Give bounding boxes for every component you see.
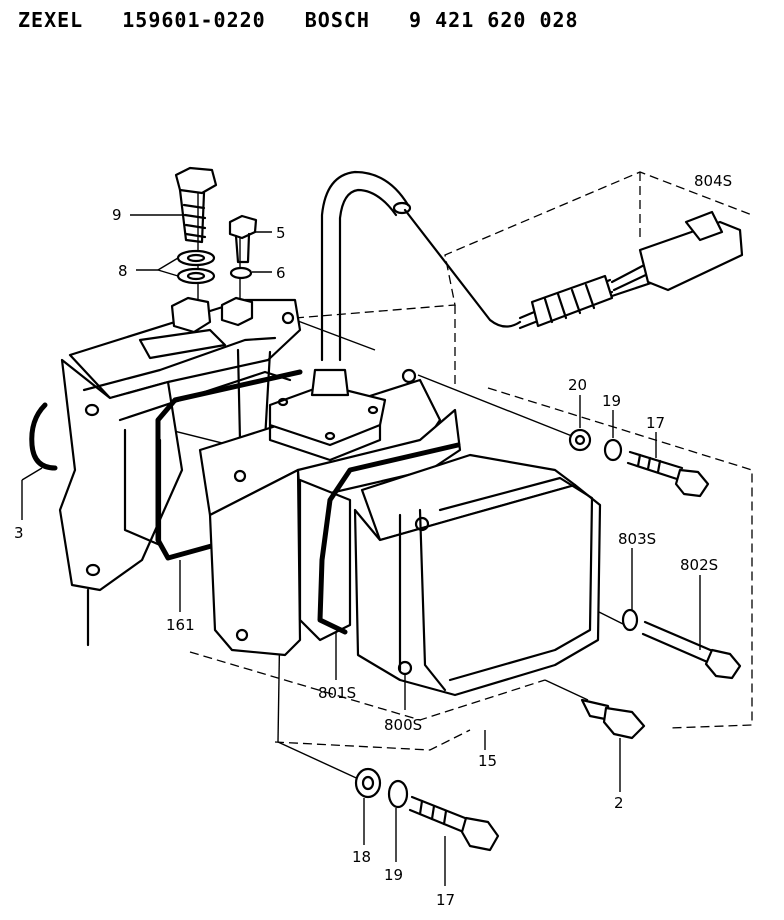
zexel-part-number: 159601-0220	[122, 8, 266, 32]
callout-15: 15	[478, 752, 497, 770]
callout-8: 8	[118, 262, 128, 280]
callout-803s: 803S	[618, 530, 656, 548]
callout-2: 2	[614, 794, 624, 812]
callout-5: 5	[276, 224, 286, 242]
callout-801s: 801S	[318, 684, 356, 702]
callout-17-upper: 17	[646, 414, 665, 432]
bolt-set-middle	[621, 608, 742, 680]
maker-label: ZEXEL	[18, 8, 84, 32]
callout-804s: 804S	[694, 172, 732, 190]
callout-19-lower: 19	[384, 866, 403, 884]
screw-5	[220, 214, 258, 327]
bolt-set-upper	[568, 428, 710, 498]
front-cover-800s	[353, 453, 602, 697]
seal-ring-801s	[317, 442, 461, 635]
brand-label: BOSCH	[304, 8, 370, 32]
middle-body	[198, 368, 462, 657]
seal-ring-3	[29, 402, 58, 471]
callout-6: 6	[276, 264, 286, 282]
callout-9: 9	[112, 206, 122, 224]
callout-19-upper: 19	[602, 392, 621, 410]
callout-802s: 802S	[680, 556, 718, 574]
callout-800s: 800S	[384, 716, 422, 734]
rear-housing	[58, 298, 302, 647]
callout-3: 3	[14, 524, 24, 542]
bolt-set-lower	[354, 767, 500, 852]
banjo-bolt-9	[170, 166, 218, 334]
callout-20: 20	[568, 376, 587, 394]
callout-18: 18	[352, 848, 371, 866]
gasket-161	[155, 369, 303, 561]
callout-labels: 9 5 8 6 804S 20 19 17 3 161 803S 802S 80…	[14, 172, 732, 909]
callout-leaders	[21, 214, 701, 886]
bosch-part-number: 9 421 620 028	[409, 8, 579, 32]
callout-161: 161	[166, 616, 195, 634]
plug-2	[580, 698, 646, 792]
callout-17-lower: 17	[436, 891, 455, 909]
diagram-header: ZEXEL 159601-0220 BOSCH 9 421 620 028	[18, 8, 605, 32]
sensor-cable-804s	[320, 170, 744, 362]
dashed-assembly-lines	[189, 171, 753, 751]
